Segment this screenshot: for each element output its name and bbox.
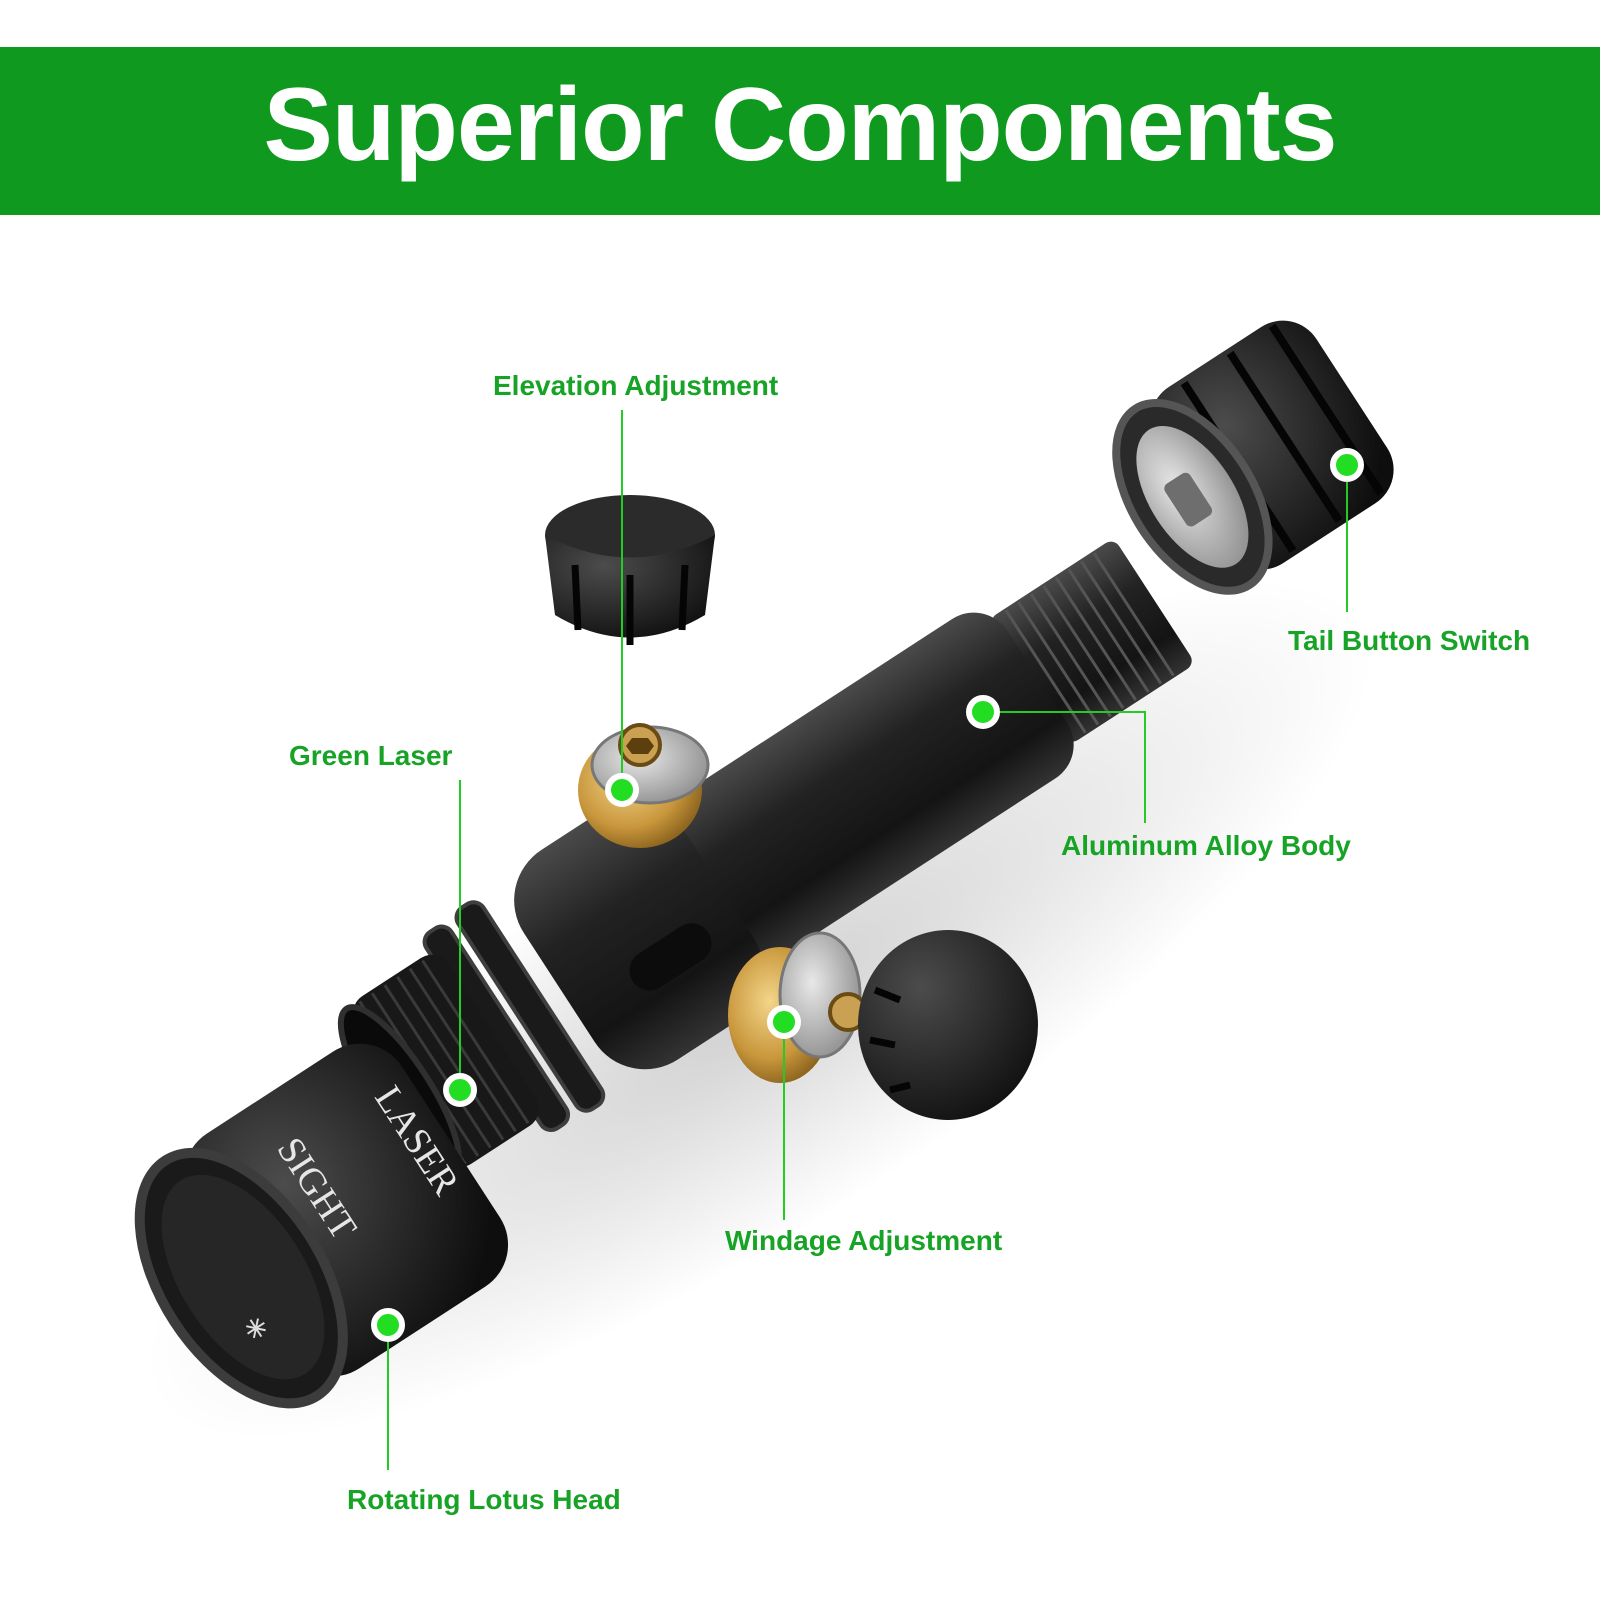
windage-cap-face	[858, 930, 1038, 1120]
dot-tail-switch	[1330, 448, 1364, 482]
dot-green-laser	[443, 1073, 477, 1107]
lotus-head: SIGHT LASER	[134, 1043, 509, 1409]
callout-tail-switch: Tail Button Switch	[1288, 625, 1531, 656]
leader-body	[983, 711, 1146, 823]
dot-lotus	[371, 1308, 405, 1342]
laser-star-icon	[246, 1318, 266, 1339]
windage-cap	[858, 930, 1038, 1120]
elevation-cap-grooves	[571, 564, 689, 645]
callout-elevation: Elevation Adjustment	[493, 370, 779, 401]
callout-green-laser: Green Laser	[289, 740, 453, 771]
adjustment-block	[514, 802, 764, 1070]
rear-threads	[1004, 552, 1175, 734]
aluminum-body	[665, 612, 1074, 960]
block-slot	[629, 923, 712, 991]
dot-windage	[767, 1005, 801, 1039]
page-title: Superior Components	[263, 66, 1337, 183]
dot-elevation	[605, 773, 639, 807]
callout-body: Aluminum Alloy Body	[1061, 830, 1351, 861]
dot-body	[966, 695, 1000, 729]
elevation-cap	[545, 495, 715, 645]
front-ring-1	[454, 900, 606, 1113]
tail-button	[1164, 472, 1213, 527]
header-banner: Superior Components	[0, 47, 1600, 215]
marker-dots	[371, 448, 1364, 1342]
leader-lines	[387, 410, 1348, 1470]
windage-cap-grooves	[869, 986, 911, 1094]
callout-windage: Windage Adjustment	[725, 1225, 1003, 1256]
callout-lotus-head: Rotating Lotus Head	[347, 1484, 621, 1515]
lotus-head-inner	[161, 1174, 325, 1380]
hex-socket-hole	[626, 738, 654, 754]
